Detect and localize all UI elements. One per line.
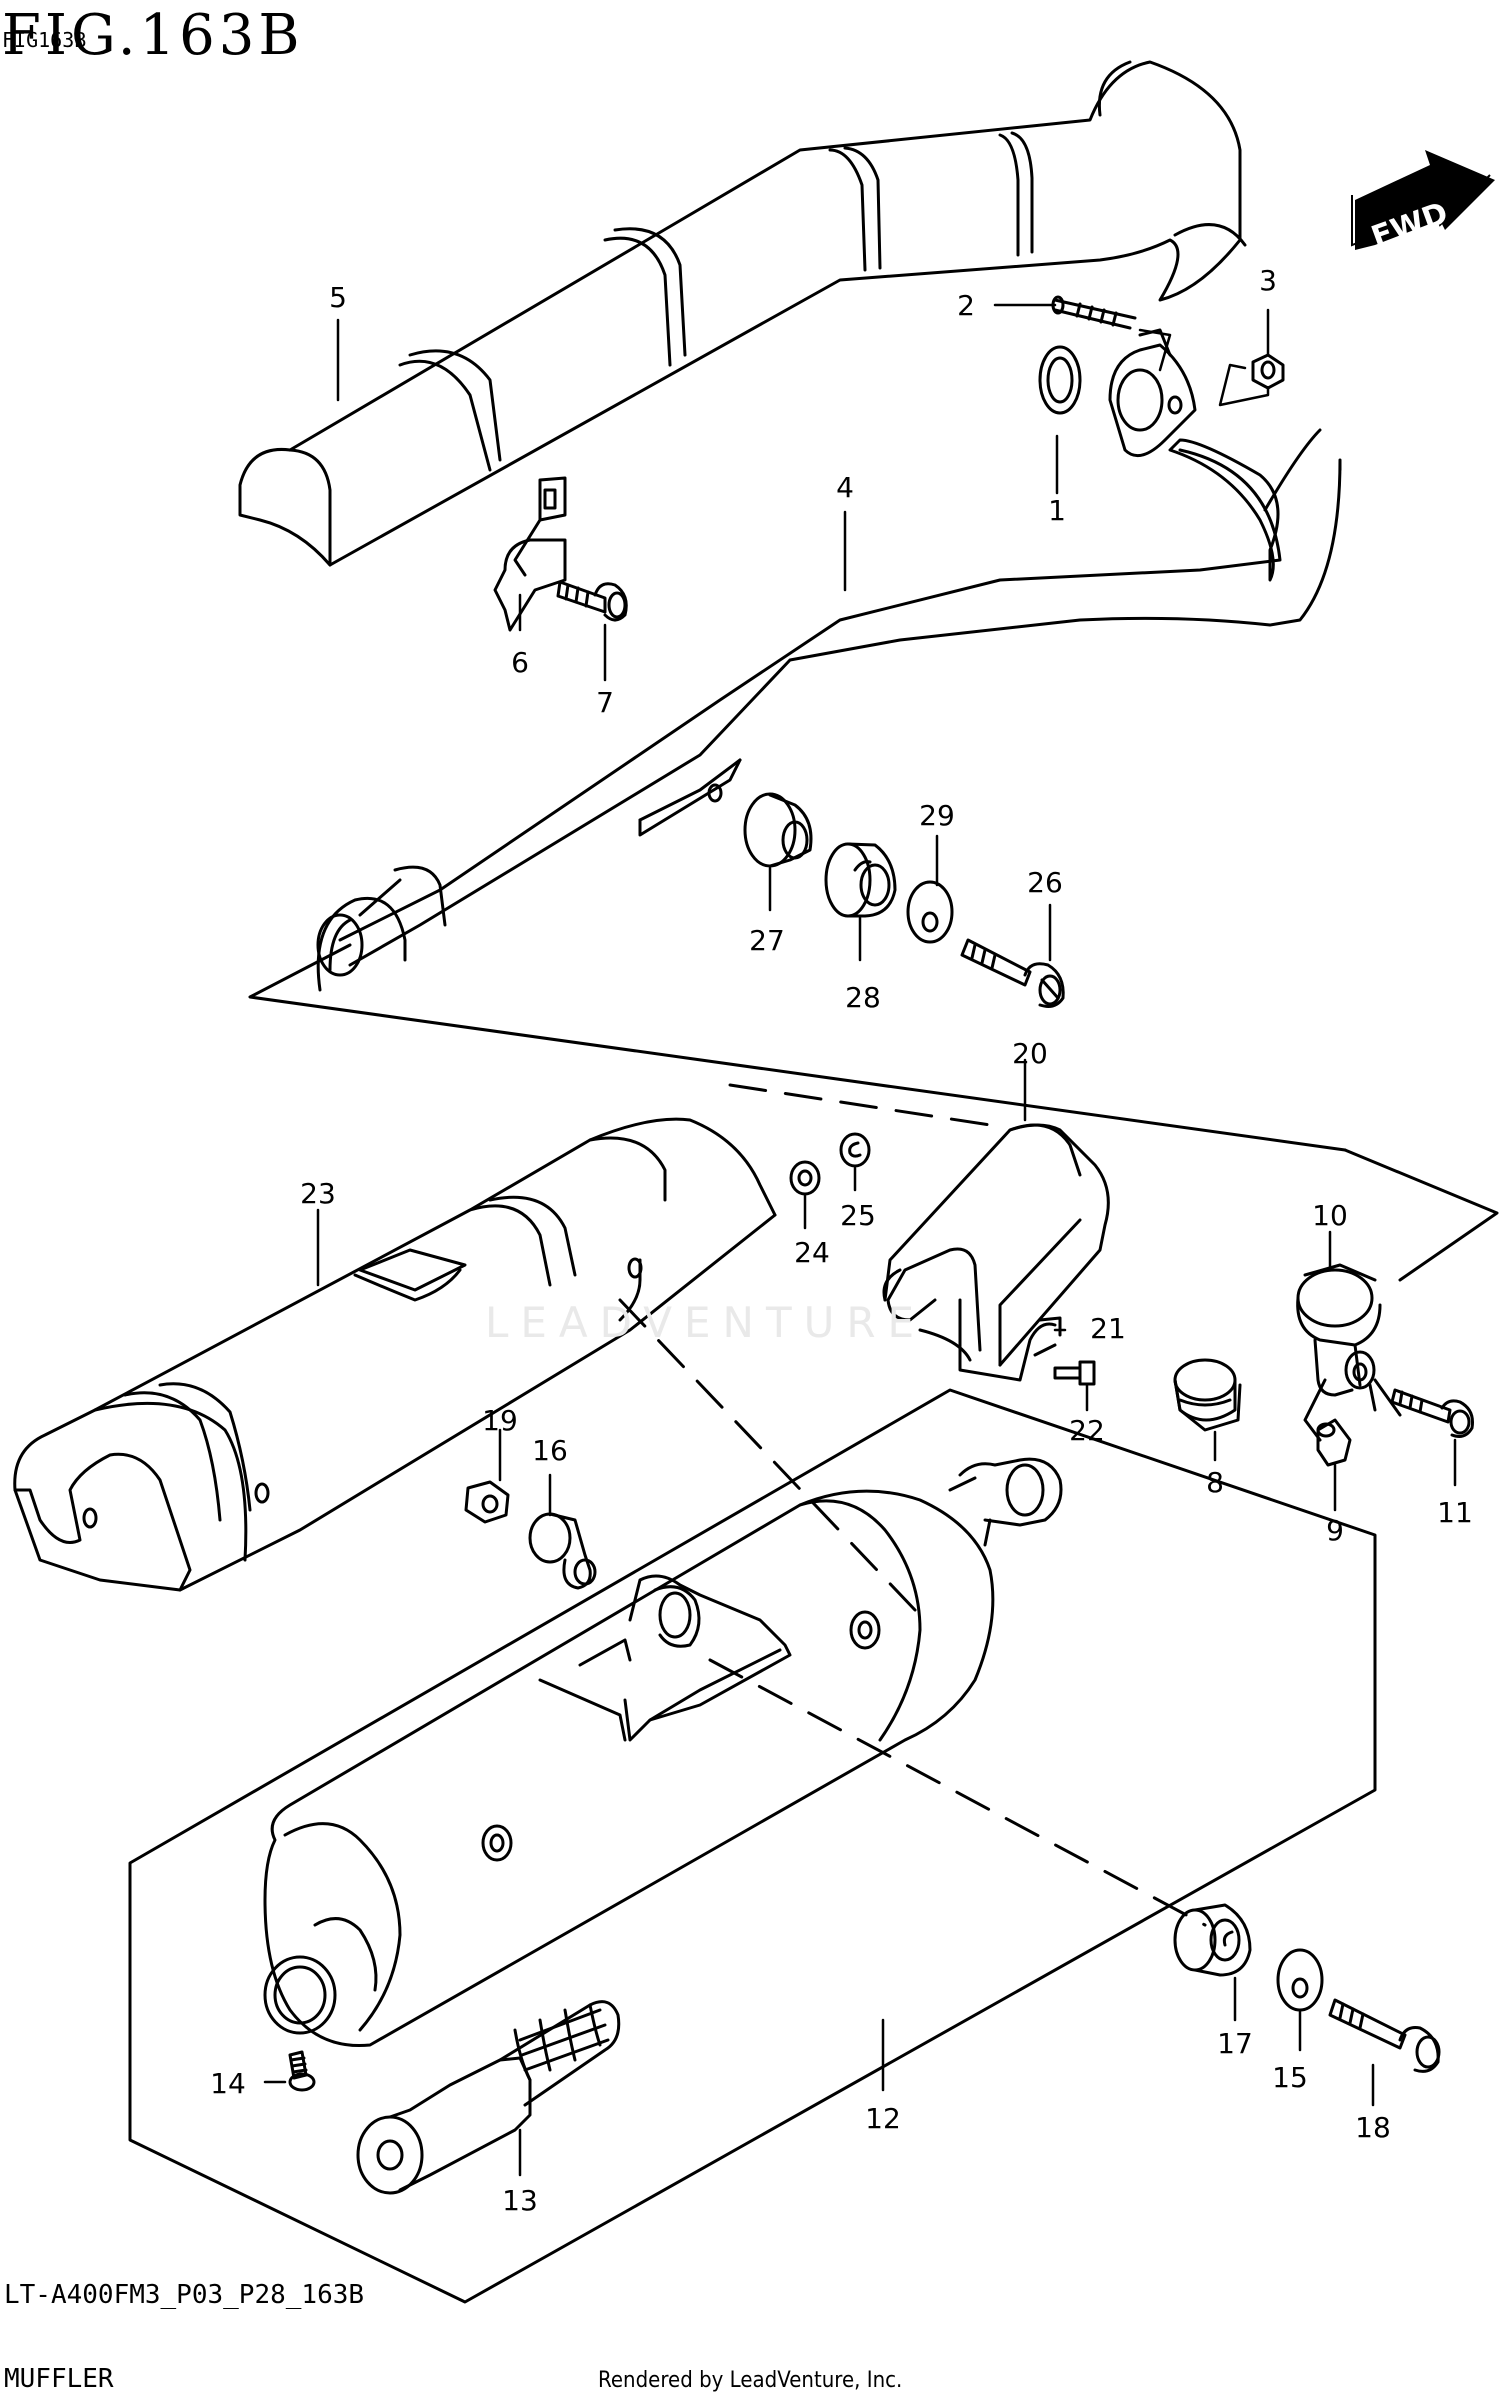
callout-14: 14 xyxy=(210,2067,246,2100)
callout-4: 4 xyxy=(836,471,854,504)
model-code: LT-A400FM3_P03_P28_163B xyxy=(4,2280,365,2310)
callout-9: 9 xyxy=(1326,1514,1344,1547)
callout-25: 25 xyxy=(840,1199,876,1232)
spark-arrester xyxy=(356,2000,621,2195)
exhaust-pipe xyxy=(316,428,1342,992)
mounting-collar xyxy=(743,792,813,868)
callout-13: 13 xyxy=(502,2184,538,2217)
callout-11: 11 xyxy=(1437,1496,1473,1529)
callout-1: 1 xyxy=(1048,494,1066,527)
callout-15: 15 xyxy=(1272,2061,1308,2094)
callout-24: 24 xyxy=(794,1236,830,1269)
callout-12: 12 xyxy=(865,2102,901,2135)
clamp-bolt xyxy=(1390,1388,1474,1438)
callout-numbers: 1 2 3 4 5 6 7 8 9 10 11 12 13 14 15 16 1… xyxy=(210,264,1473,2217)
exhaust-flange xyxy=(1108,328,1197,458)
callout-20: 20 xyxy=(1012,1037,1048,1070)
callout-3: 3 xyxy=(1259,264,1277,297)
callout-27: 27 xyxy=(749,924,785,957)
stay-bolt xyxy=(1053,1360,1096,1386)
callout-26: 26 xyxy=(1027,866,1063,899)
gasket xyxy=(1038,345,1082,415)
tail-screw xyxy=(288,2050,316,2092)
callout-28: 28 xyxy=(845,981,881,1014)
muffler-clamp xyxy=(882,1123,1110,1367)
muffler-body xyxy=(263,1457,1063,2048)
section-name: MUFFLER xyxy=(4,2364,114,2394)
rubber-grommet xyxy=(824,842,897,918)
muffler-sleeve xyxy=(1173,1358,1242,1432)
callout-18: 18 xyxy=(1355,2111,1391,2144)
callout-8: 8 xyxy=(1206,1466,1224,1499)
callout-22: 22 xyxy=(1069,1414,1105,1447)
callout-2: 2 xyxy=(957,289,975,322)
muffler-collar-16 xyxy=(528,1512,597,1590)
callout-7: 7 xyxy=(596,686,614,719)
flange-nut xyxy=(1251,353,1285,390)
callout-16: 16 xyxy=(532,1434,568,1467)
callout-6: 6 xyxy=(511,646,529,679)
callout-5: 5 xyxy=(329,281,347,314)
rendered-by-credit: Rendered by LeadVenture, Inc. xyxy=(598,2368,903,2393)
clamp-spacer xyxy=(1316,1418,1352,1467)
callout-29: 29 xyxy=(919,799,955,832)
muffler-cover xyxy=(13,1117,777,1592)
forward-direction-badge: FWD xyxy=(1351,150,1495,255)
watermark: LEADVENTURE xyxy=(485,1298,927,1347)
muffler-mount-bolt xyxy=(960,938,1065,1008)
muffler-assembly-outline xyxy=(128,1388,1377,2304)
callout-21: 21 xyxy=(1090,1312,1126,1345)
callout-10: 10 xyxy=(1312,1199,1348,1232)
washer-15 xyxy=(1276,1948,1324,2012)
washer-29 xyxy=(906,880,954,944)
callout-19: 19 xyxy=(482,1404,518,1437)
callout-23: 23 xyxy=(300,1177,336,1210)
shield-bracket xyxy=(493,476,567,632)
heat-shield-upper xyxy=(238,60,1247,567)
muffler-nut-19 xyxy=(464,1480,510,1524)
rear-mount-bolt xyxy=(1328,1998,1441,2073)
cover-nut xyxy=(789,1160,821,1196)
cover-clip xyxy=(839,1132,871,1168)
clamp-band xyxy=(1296,1263,1382,1442)
figure-code: FIG163B xyxy=(2,28,87,52)
stud-bolt xyxy=(1051,295,1137,330)
shield-bolt xyxy=(556,580,628,622)
callout-17: 17 xyxy=(1217,2027,1253,2060)
figure-title: FIG.163B xyxy=(2,3,304,68)
rear-grommet xyxy=(1173,1903,1252,1977)
